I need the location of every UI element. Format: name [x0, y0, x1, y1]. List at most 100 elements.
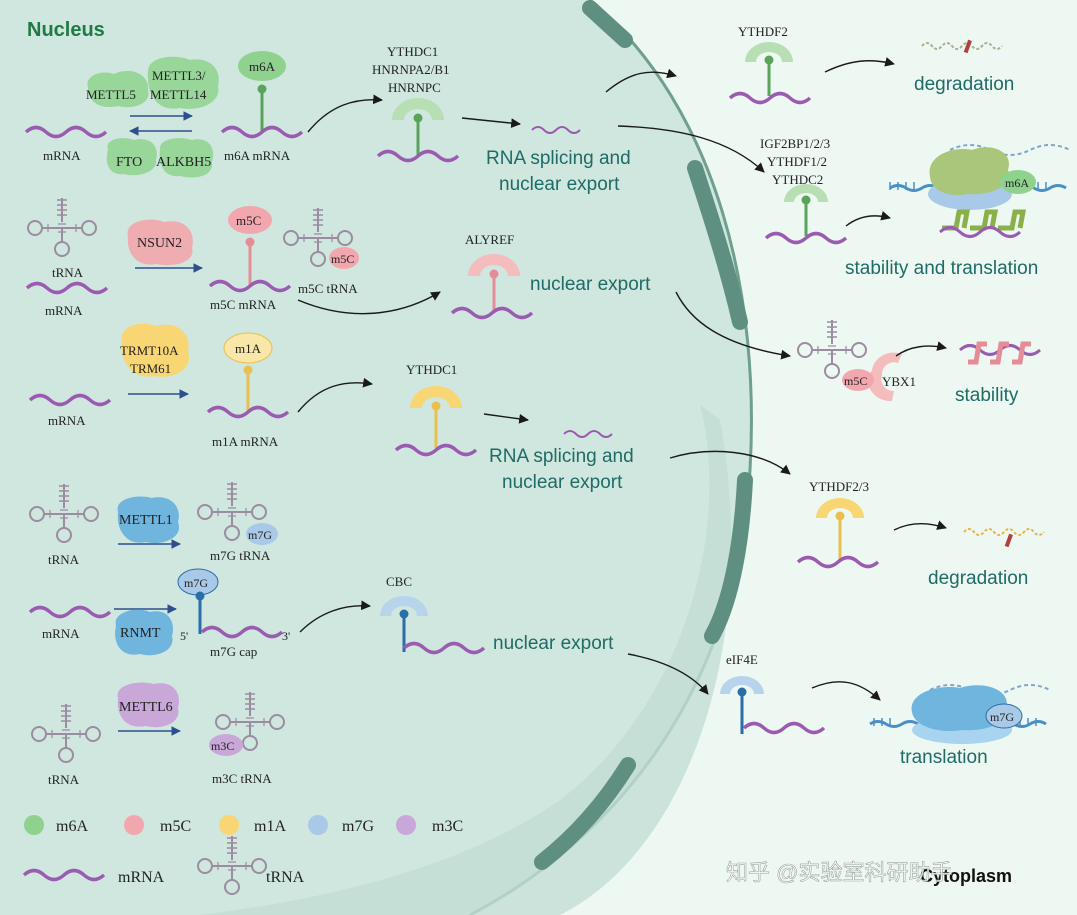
- m3C-trna-mark-bubble: [209, 734, 243, 756]
- ribosome-m6A: [889, 144, 1071, 238]
- arrow-to-cbc: [299, 600, 371, 633]
- legend-swatch-m6A: [24, 815, 44, 835]
- writer-mettl14-label: METTL14: [150, 87, 207, 102]
- m5C-trna-mark-bubble: [329, 247, 359, 269]
- nucleus-label: Nucleus: [27, 19, 105, 41]
- arrow-to-ythdf2: [605, 68, 677, 93]
- cyto-m6A-deg-reader: [728, 42, 812, 105]
- m1A-nuclear-reader: [394, 386, 478, 457]
- m1A-processed-fragment: [563, 430, 613, 438]
- m7G-nuclear-export-label: nuclear export: [493, 633, 614, 654]
- eraser-fto-label: FTO: [116, 155, 142, 170]
- cyto-m1A-reader: [796, 498, 880, 569]
- m1A-modified-mrna: [206, 332, 290, 419]
- translation-label: translation: [900, 747, 988, 768]
- m5C-substrate-mrna: [25, 281, 109, 295]
- m7G-trna-mark: m7G: [248, 528, 272, 542]
- cyto-m5C-mark-bubble: [842, 369, 874, 391]
- arrow-to-stability: [895, 341, 947, 357]
- m1A-mrna-label: m1A mRNA: [212, 434, 279, 449]
- watermark: 知乎 @实验室科研助手: [726, 860, 952, 885]
- writer-mettl5-label: METTL5: [86, 87, 136, 102]
- writer-trm61-label: TRM61: [130, 361, 171, 376]
- ybx1-protein: [868, 352, 902, 402]
- ribosome-m6A-mark: m6A: [1005, 176, 1029, 190]
- writer-trmt10a-label: TRMT10A: [120, 343, 179, 358]
- legend-swatch-m1A: [219, 815, 239, 835]
- reader-hnrnpc-label: HNRNPC: [388, 80, 441, 95]
- degradation-m6A-label: degradation: [914, 74, 1014, 95]
- legend-swatch-m7G: [308, 815, 328, 835]
- m6A-process-line1: RNA splicing and: [486, 148, 631, 169]
- arrow-to-ybx1: [675, 291, 791, 360]
- legend-swatch-m3C: [396, 815, 416, 835]
- legend-m7G: m7G: [342, 818, 374, 835]
- cyto-m6A-st-reader: [764, 184, 848, 245]
- m1A-degraded-rna: [963, 528, 1045, 536]
- m3C-trna-label: m3C tRNA: [212, 771, 272, 786]
- m1A-writer-complex: [121, 323, 190, 377]
- m6A-modified-mrna: [220, 51, 304, 139]
- cyto-reader-ythdf23-label: YTHDF2/3: [809, 479, 869, 494]
- m1A-process-line2: nuclear export: [502, 472, 623, 493]
- legend-swatch-m5C: [124, 815, 144, 835]
- legend-m1A: m1A: [254, 818, 286, 835]
- degraded-rna: [921, 42, 1003, 50]
- writer-rnmt-label: RNMT: [120, 626, 161, 641]
- m7G-cap-mark: m7G: [184, 576, 208, 590]
- reader-igf2bp-label: IGF2BP1/2/3: [760, 136, 830, 151]
- nuclear-m6A-reader: [376, 98, 460, 163]
- m1A-degradation-label: degradation: [928, 568, 1028, 589]
- cyto-m5C-mark: m5C: [844, 374, 867, 388]
- mettl1-protein: [117, 496, 180, 544]
- reader-ythdf12-label: YTHDF1/2: [767, 154, 827, 169]
- reader-hnrnpa2b1-label: HNRNPA2/B1: [372, 62, 450, 77]
- legend-m6A: m6A: [56, 818, 88, 835]
- eraser-alkbh5-label: ALKBH5: [156, 155, 211, 170]
- m6A-mrna-label: m6A mRNA: [224, 148, 291, 163]
- arrow-to-ythdf23: [669, 450, 791, 475]
- eif4e-reader: [720, 676, 826, 735]
- reader-ythdc1-label: YTHDC1: [387, 44, 438, 59]
- m5C-substrate-trna-label: tRNA: [52, 265, 84, 280]
- mRNA-m6A-substrate: [24, 125, 108, 139]
- m7G-cap-substrate-label: mRNA: [42, 626, 80, 641]
- rnmt-protein: [115, 609, 174, 656]
- arrow-to-eif4e: [627, 653, 709, 695]
- alyref-reader: [450, 254, 534, 320]
- m5C-modified-mrna: [208, 206, 292, 293]
- m5C-mrna-label: m5C mRNA: [210, 297, 277, 312]
- arrow-to-igf2bp: [617, 125, 765, 173]
- three-prime-label: 3': [282, 629, 290, 643]
- m3C-substrate-label: tRNA: [48, 772, 80, 787]
- processed-mrna-fragment: [531, 126, 581, 134]
- m7G-trna-substrate-label: tRNA: [48, 552, 80, 567]
- nsun2-protein: [127, 219, 193, 266]
- m7G-trna-mark-bubble: [246, 523, 278, 545]
- arrow-to-ribosome-m6A: [845, 210, 891, 227]
- legend-trna: tRNA: [266, 869, 305, 886]
- m6A-process-line2: nuclear export: [499, 174, 620, 195]
- arrow-to-ythdc1: [307, 94, 383, 133]
- m1A-mark-label: m1A: [235, 341, 262, 356]
- mRNA-m6A-substrate-label: mRNA: [43, 148, 81, 163]
- writer-mettl1-label: METTL1: [119, 513, 173, 528]
- cyto-reader-eif4e-label: eIF4E: [726, 652, 758, 667]
- m1A-cleavage-mark: [1004, 533, 1013, 548]
- arrow-to-processed-rna: [461, 117, 521, 128]
- writer-mettl3-label: METTL3/: [152, 68, 206, 83]
- legend-swatch-mrna: [22, 868, 106, 882]
- legend-mrna: mRNA: [118, 869, 165, 886]
- m6A-mark-label: m6A: [249, 59, 276, 74]
- m1A-substrate-label: mRNA: [48, 413, 86, 428]
- m5C-trna-label: m5C tRNA: [298, 281, 358, 296]
- nuclear-pores: [534, 0, 753, 870]
- m1A-substrate-mrna: [28, 393, 112, 407]
- m5C-trna-mark: m5C: [331, 252, 354, 266]
- m5C-nuclear-export-label: nuclear export: [530, 274, 651, 295]
- reader-cbc-label: CBC: [386, 574, 412, 589]
- cleavage-mark: [963, 39, 972, 54]
- writer-mettl6-label: METTL6: [119, 700, 173, 715]
